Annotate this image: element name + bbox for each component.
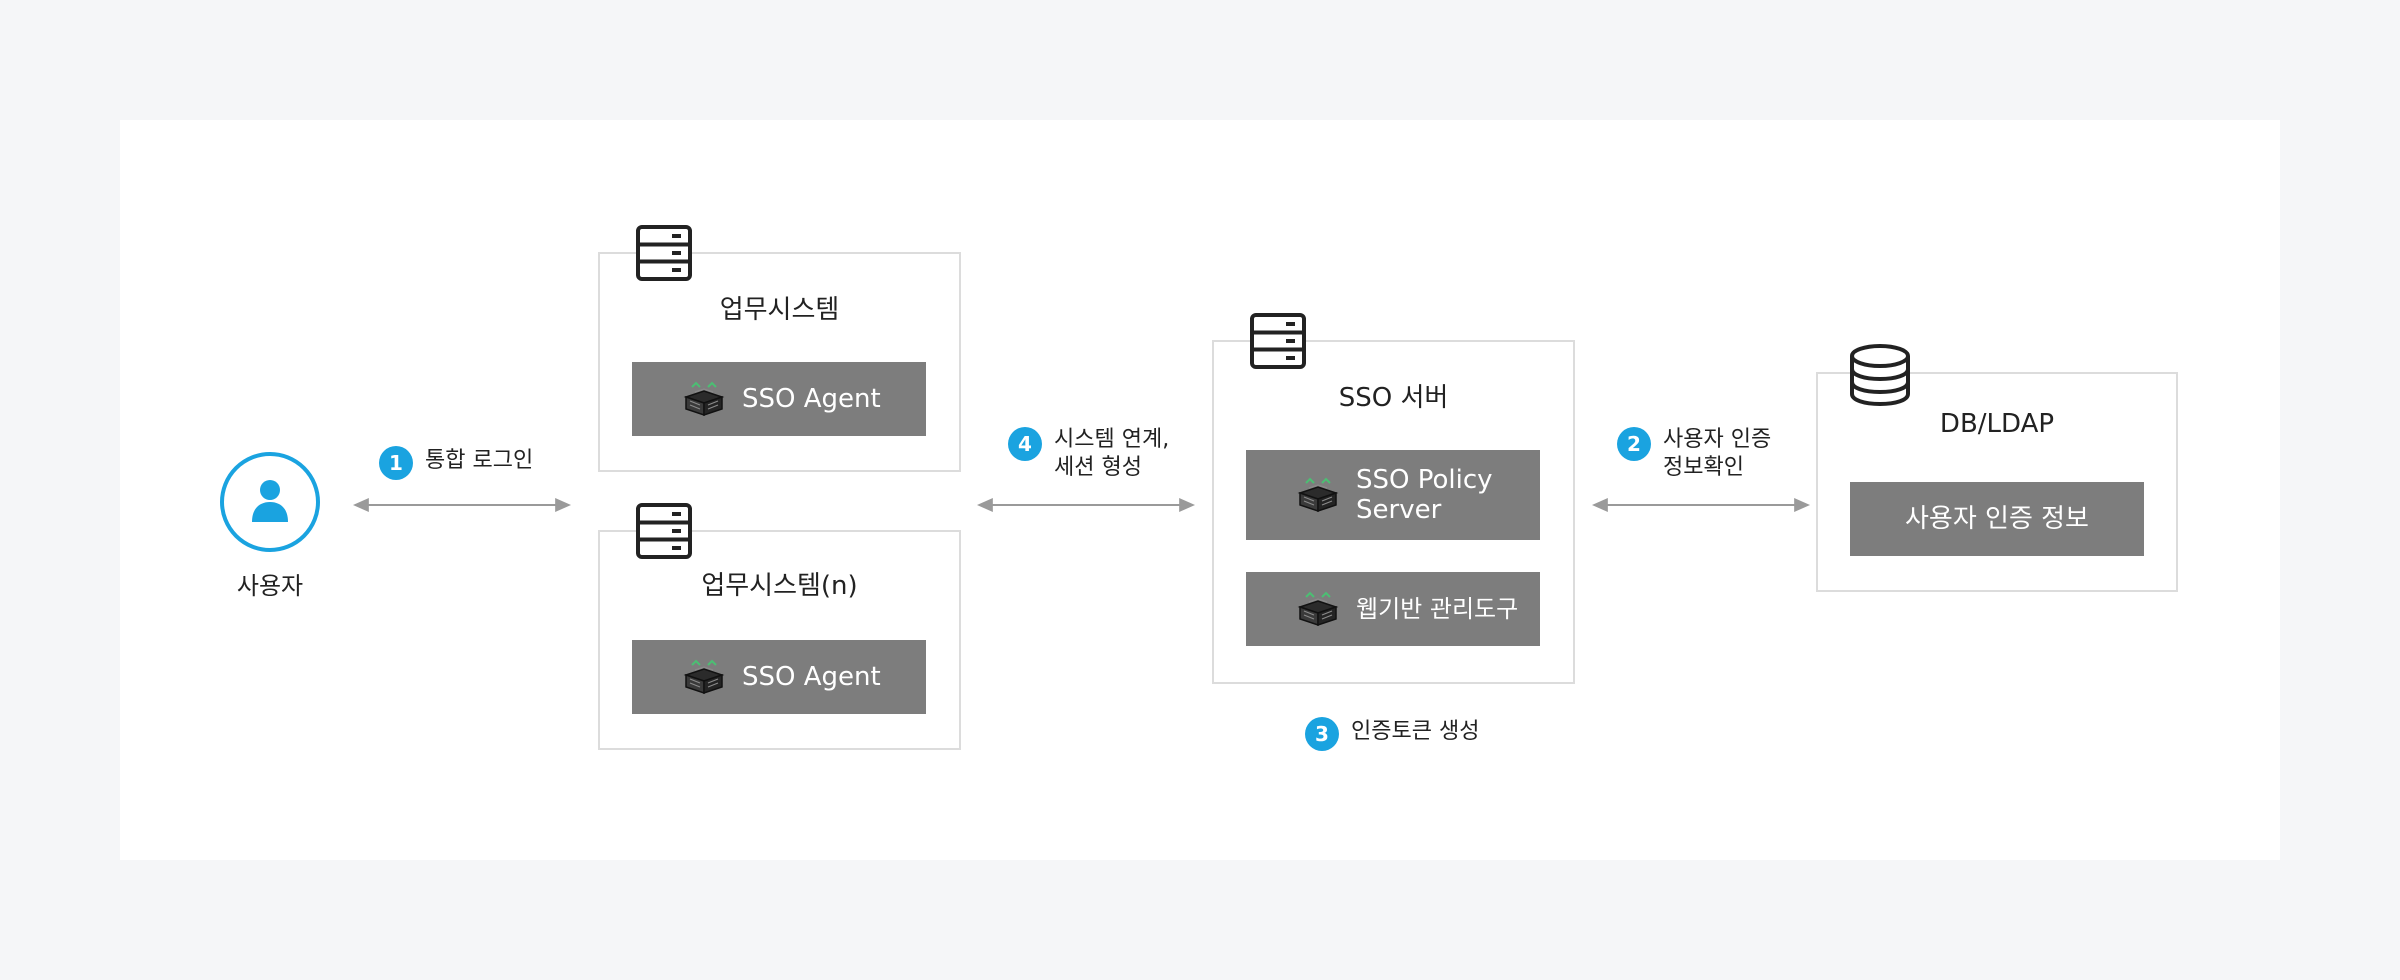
double-arrow-icon xyxy=(353,495,571,515)
step-4-badge: 4 xyxy=(1008,427,1042,461)
server-icon xyxy=(635,224,693,282)
sso-server-title: SSO 서버 xyxy=(1338,383,1449,413)
admin-tool-label: 웹기반 관리도구 xyxy=(1356,595,1519,623)
db-ldap-box: DB/LDAP 사용자 인증 정보 xyxy=(1816,372,2178,592)
agent-module-icon xyxy=(1296,477,1340,513)
step-1-label: 통합 로그인 xyxy=(425,448,534,473)
user-auth-info-module: 사용자 인증 정보 xyxy=(1850,482,2144,556)
step-3-badge: 3 xyxy=(1305,717,1339,751)
user-node xyxy=(220,452,320,552)
step-2-label-line1: 사용자 인증 xyxy=(1663,427,1772,452)
business-system-title: 업무시스템 xyxy=(719,295,840,325)
agent-module-icon xyxy=(1296,591,1340,627)
step-4-label-line1: 시스템 연계, xyxy=(1054,427,1170,452)
server-icon xyxy=(635,502,693,560)
business-system-n-box: 업무시스템(n) SSO Agent xyxy=(598,530,961,750)
sso-policy-server-module: SSO Policy Server xyxy=(1246,450,1540,540)
user-icon xyxy=(252,480,288,522)
sso-agent-label: SSO Agent xyxy=(742,384,881,414)
server-icon xyxy=(1249,312,1307,370)
policy-label-line2: Server xyxy=(1356,495,1442,525)
step-4-label-line2: 세션 형성 xyxy=(1054,455,1142,480)
step-2-label-line2: 정보확인 xyxy=(1663,455,1744,480)
business-system-box: 업무시스템 SSO Agent xyxy=(598,252,961,472)
step-1-badge: 1 xyxy=(379,446,413,480)
db-ldap-title: DB/LDAP xyxy=(1939,409,2055,439)
sso-agent-label: SSO Agent xyxy=(742,662,881,692)
admin-tool-module: 웹기반 관리도구 xyxy=(1246,572,1540,646)
diagram-canvas: 사용자 1 통합 로그인 업무시스템 SSO Agent 업무시스템(n) SS… xyxy=(120,120,2280,860)
double-arrow-icon xyxy=(977,495,1195,515)
user-label: 사용자 xyxy=(236,572,304,600)
step-3-label: 인증토큰 생성 xyxy=(1351,719,1480,744)
sso-server-box: SSO 서버 SSO Policy Server 웹기반 관리도구 xyxy=(1212,340,1575,684)
agent-module-icon xyxy=(682,381,726,417)
double-arrow-icon xyxy=(1592,495,1810,515)
agent-module-icon xyxy=(682,659,726,695)
sso-agent-module: SSO Agent xyxy=(632,640,926,714)
sso-policy-server-label: SSO Policy Server xyxy=(1356,465,1493,525)
policy-label-line1: SSO Policy xyxy=(1356,465,1493,495)
business-system-n-title: 업무시스템(n) xyxy=(701,571,858,601)
database-icon xyxy=(1850,344,1910,407)
step-2-badge: 2 xyxy=(1617,427,1651,461)
sso-agent-module: SSO Agent xyxy=(632,362,926,436)
user-auth-info-label: 사용자 인증 정보 xyxy=(1905,504,2089,534)
